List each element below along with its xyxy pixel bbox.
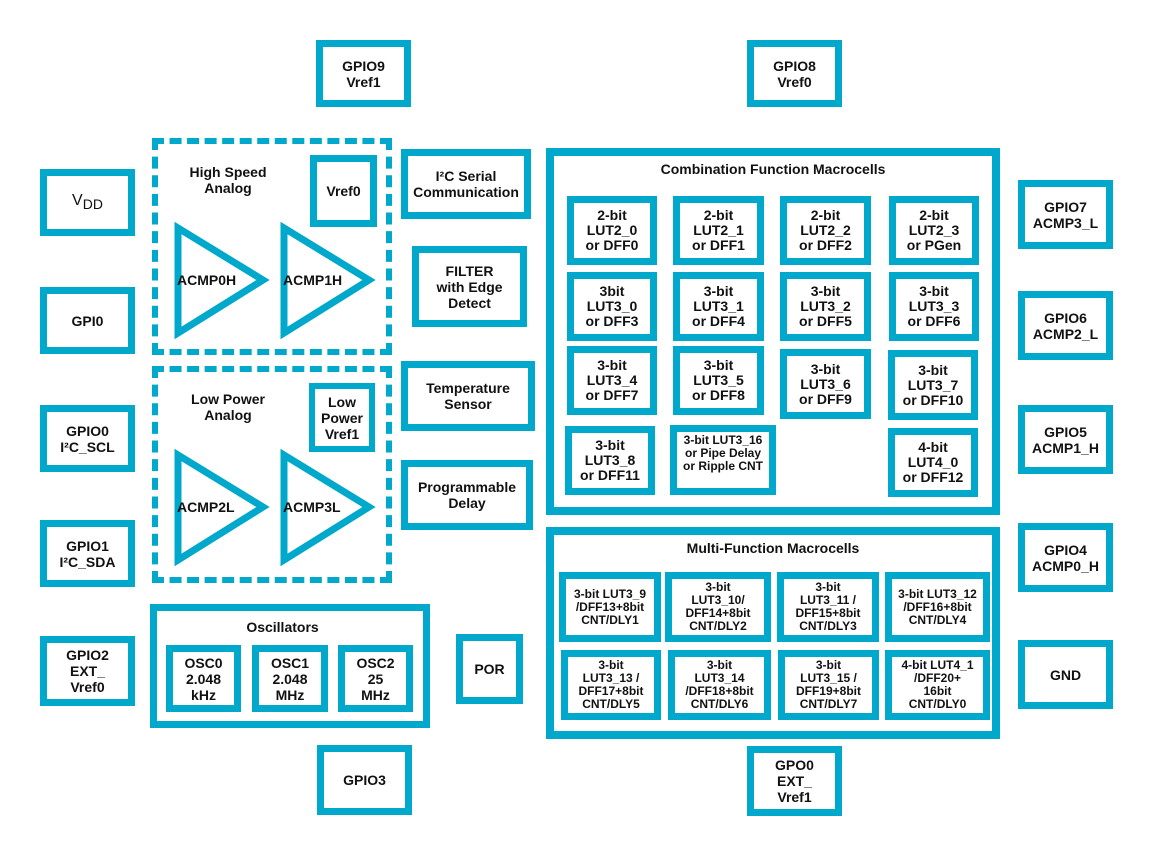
pin-gpi0: GPI0: [40, 287, 135, 354]
temperature-sensor-block: Temperature Sensor: [401, 361, 535, 431]
triangle-icon: [174, 449, 270, 566]
multi-function-macrocells-title: Multi-Function Macrocells: [686, 540, 860, 556]
pin-vdd: VDD: [40, 169, 135, 236]
macrocell: 3-bit LUT3_2 or DFF5: [780, 272, 871, 341]
pin-gpio9: GPIO9 Vref1: [316, 40, 411, 107]
macrocell: 4-bit LUT4_1 /DFF20+ 16bit CNT/DLY0: [885, 650, 990, 720]
pin-gpio5: GPIO5 ACMP1_H: [1018, 405, 1113, 474]
low-power-analog-title: Low Power Analog: [191, 391, 265, 423]
macrocell: 2-bit LUT2_1 or DFF1: [673, 196, 764, 265]
por-block: POR: [456, 634, 523, 704]
hs-vref0: Vref0: [310, 155, 377, 227]
combination-macrocells-title: Combination Function Macrocells: [660, 161, 886, 177]
macrocell: 3-bit LUT3_1 or DFF4: [673, 272, 764, 341]
acmp3l-comparator: ACMP3L: [279, 449, 376, 566]
low-power-analog-group: [152, 366, 392, 583]
osc2-block: OSC2 25 MHz: [338, 645, 413, 712]
i2c-serial-block: I²C Serial Communication: [401, 149, 531, 219]
pin-gpio6: GPIO6 ACMP2_L: [1018, 291, 1113, 360]
macrocell: 3-bit LUT3_12 /DFF16+8bit CNT/DLY4: [885, 572, 990, 642]
macrocell: 2-bit LUT2_0 or DFF0: [567, 196, 657, 265]
macrocell: 3-bit LUT3_3 or DFF6: [889, 272, 979, 341]
vdd-main: V: [72, 191, 83, 209]
high-speed-analog-group: [152, 138, 392, 355]
pin-gpio4: GPIO4 ACMP0_H: [1018, 523, 1113, 592]
pin-gpio2: GPIO2 EXT_ Vref0: [40, 636, 135, 706]
macrocell: 3-bit LUT3_9 /DFF13+8bit CNT/DLY1: [559, 572, 661, 642]
pin-gpio8: GPIO8 Vref0: [747, 40, 842, 107]
acmp2l-label: ACMP2L: [177, 499, 235, 515]
macrocell: 3bit LUT3_0 or DFF3: [567, 272, 657, 341]
acmp1h-label: ACMP1H: [283, 272, 343, 288]
macrocell: 3-bit LUT3_11 / DFF15+8bit CNT/DLY3: [777, 572, 879, 642]
macrocell: 3-bit LUT3_5 or DFF8: [673, 346, 764, 415]
pin-gpio7: GPIO7 ACMP3_L: [1018, 180, 1113, 249]
macrocell: 3-bit LUT3_10/ DFF14+8bit CNT/DLY2: [665, 572, 771, 642]
acmp3l-label: ACMP3L: [283, 499, 341, 515]
oscillators-title: Oscillators: [246, 619, 319, 635]
high-speed-analog-title: High Speed Analog: [189, 164, 267, 196]
macrocell: 3-bit LUT3_4 or DFF7: [567, 346, 657, 415]
lp-vref1: Low Power Vref1: [309, 383, 375, 452]
filter-block: FILTER with Edge Detect: [412, 246, 527, 327]
vdd-label: VDD: [72, 191, 103, 213]
macrocell: 2-bit LUT2_3 or PGen: [889, 196, 979, 265]
pin-gpio1: GPIO1 I²C_SDA: [40, 520, 135, 587]
pin-gpio3: GPIO3: [317, 745, 412, 815]
triangle-icon: [280, 449, 376, 566]
osc0-block: OSC0 2.048 kHz: [166, 645, 241, 712]
macrocell: 3-bit LUT3_13 / DFF17+8bit CNT/DLY5: [561, 650, 661, 720]
pin-gpo0: GPO0 EXT_ Vref1: [747, 746, 842, 816]
macrocell: 3-bit LUT3_16 or Pipe Delay or Ripple CN…: [670, 425, 776, 495]
osc1-block: OSC1 2.048 MHz: [252, 645, 328, 712]
macrocell: 3-bit LUT3_14 /DFF18+8bit CNT/DLY6: [668, 650, 771, 720]
pin-gpio0: GPIO0 I²C_SCL: [40, 405, 135, 472]
pin-gnd: GND: [1018, 640, 1113, 709]
macrocell: 3-bit LUT3_6 or DFF9: [780, 349, 871, 419]
acmp0h-comparator: ACMP0H: [173, 222, 270, 339]
triangle-icon: [280, 222, 376, 339]
acmp1h-comparator: ACMP1H: [279, 222, 376, 339]
acmp0h-label: ACMP0H: [177, 272, 237, 288]
triangle-icon: [174, 222, 270, 339]
macrocell: 3-bit LUT3_15 / DFF19+8bit CNT/DLY7: [778, 650, 879, 720]
macrocell: 2-bit LUT2_2 or DFF2: [780, 196, 871, 265]
programmable-delay-block: Programmable Delay: [401, 460, 533, 530]
vdd-sub: DD: [82, 196, 103, 213]
acmp2l-comparator: ACMP2L: [173, 449, 270, 566]
macrocell: 4-bit LUT4_0 or DFF12: [888, 428, 978, 497]
macrocell: 3-bit LUT3_7 or DFF10: [888, 350, 978, 420]
macrocell: 3-bit LUT3_8 or DFF11: [565, 426, 655, 495]
